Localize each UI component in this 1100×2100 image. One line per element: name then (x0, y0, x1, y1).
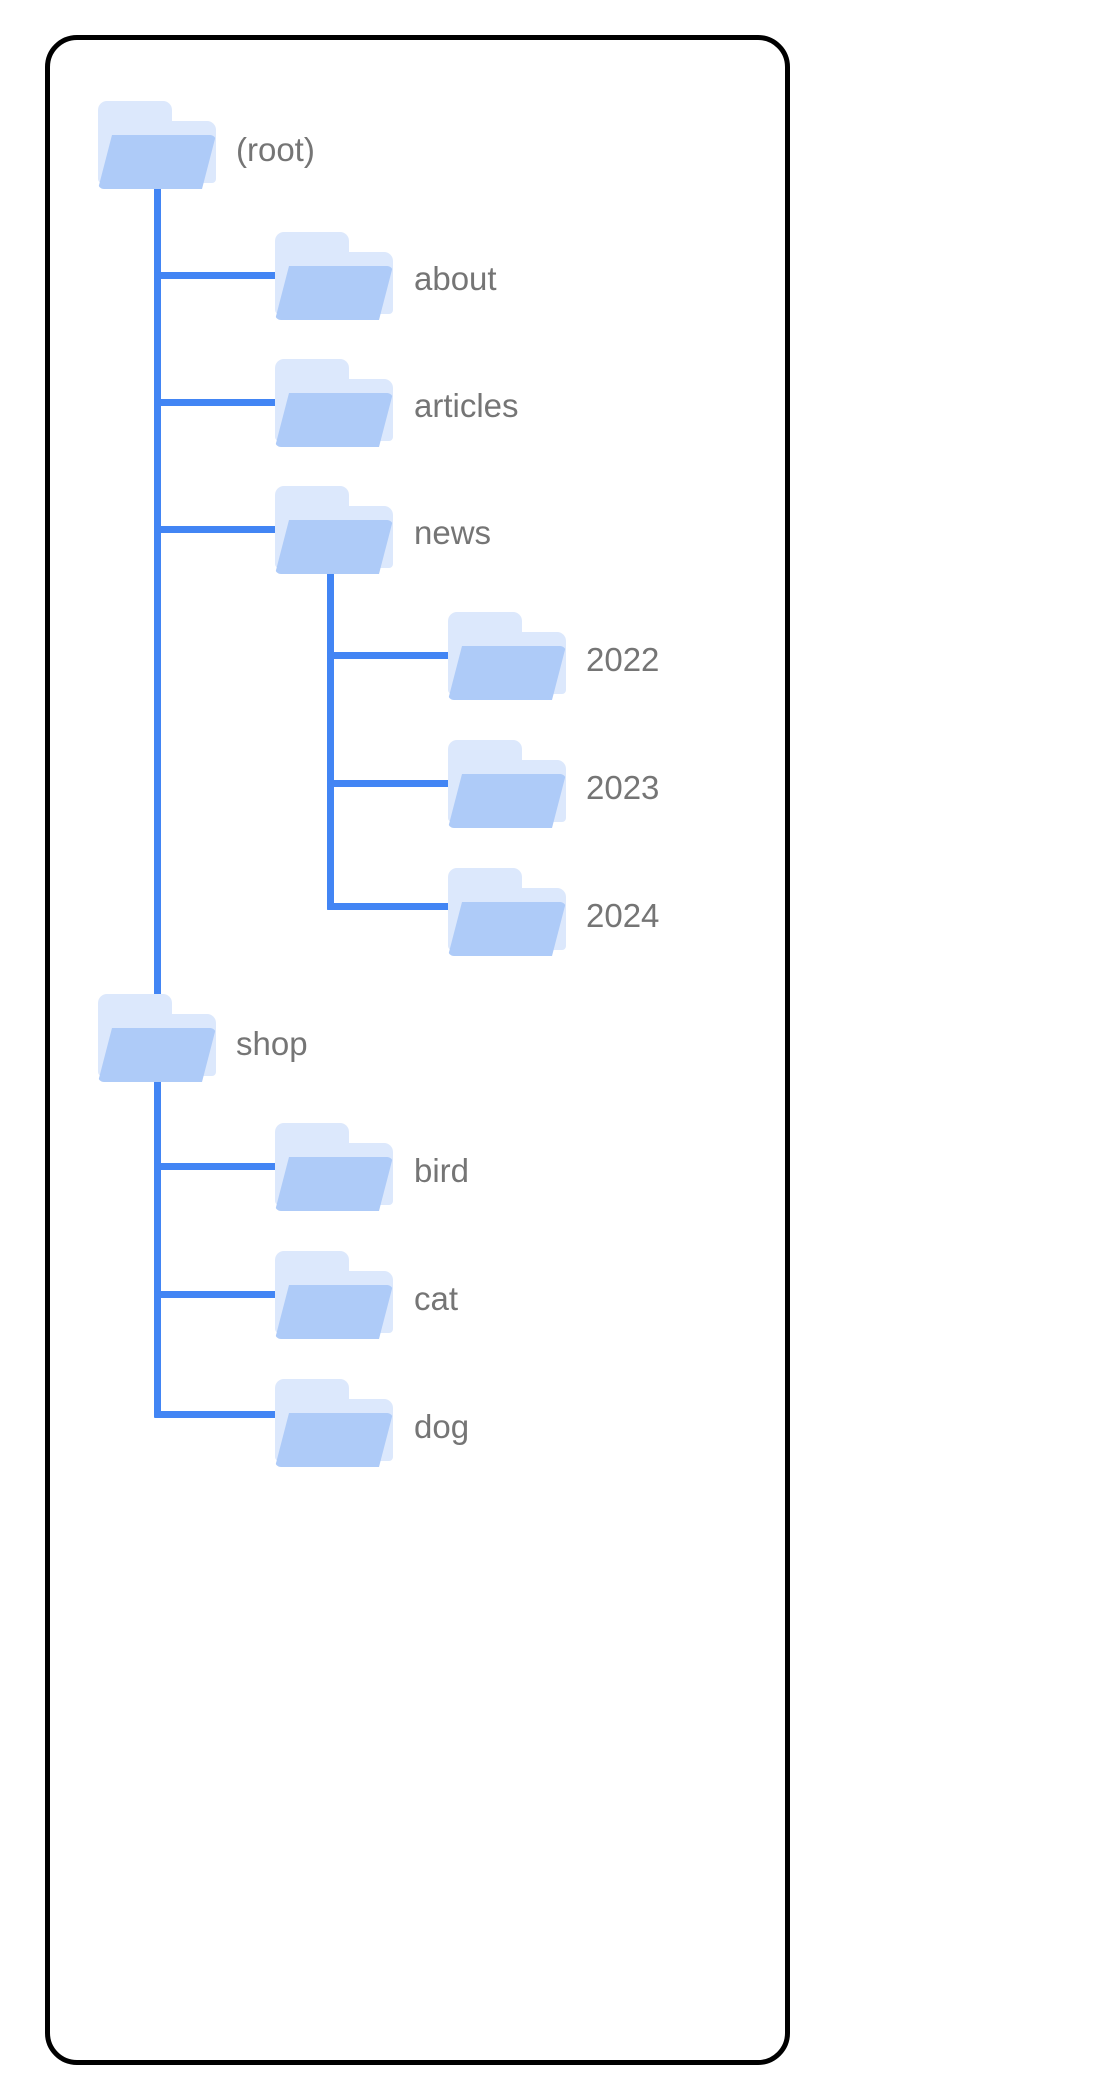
folder-icon-about[interactable] (275, 228, 395, 324)
folder-front-flap-icon (98, 1028, 216, 1082)
connector-branch-news (154, 526, 284, 533)
connector-branch-articles (154, 399, 284, 406)
node-label-news-2023: 2023 (586, 769, 660, 806)
connector-branch-2022 (327, 652, 457, 659)
folder-icon-root[interactable] (98, 97, 218, 193)
node-label-news-2022: 2022 (586, 641, 660, 678)
node-label-about: about (414, 260, 497, 297)
folder-icon-news[interactable] (275, 482, 395, 578)
node-label-bird: bird (414, 1152, 470, 1189)
folder-front-flap-icon (275, 520, 393, 574)
folder-icon-shop[interactable] (98, 990, 218, 1086)
connector-branch-bird (154, 1163, 284, 1170)
folder-icon-cat[interactable] (275, 1247, 395, 1343)
node-label-dog: dog (414, 1408, 470, 1445)
node-label-shop: shop (236, 1025, 308, 1062)
connector-trunk-root (154, 172, 161, 1022)
folder-front-flap-icon (275, 1157, 393, 1211)
node-label-articles: articles (414, 387, 519, 424)
folder-front-flap-icon (275, 266, 393, 320)
connector-branch-cat (154, 1291, 284, 1298)
folder-icon-dog[interactable] (275, 1375, 395, 1471)
folder-front-flap-icon (448, 902, 566, 956)
folder-front-flap-icon (275, 393, 393, 447)
connector-branch-2024 (327, 903, 457, 910)
connector-trunk-news (327, 556, 334, 910)
folder-front-flap-icon (448, 646, 566, 700)
node-label-cat: cat (414, 1280, 459, 1317)
folder-front-flap-icon (275, 1413, 393, 1467)
folder-icon-news-2022[interactable] (448, 608, 568, 704)
connector-branch-dog (154, 1411, 284, 1418)
folder-front-flap-icon (98, 135, 216, 189)
folder-icon-news-2023[interactable] (448, 736, 568, 832)
node-label-news: news (414, 514, 492, 551)
connector-trunk-shop (154, 1065, 161, 1417)
node-label-root: (root) (236, 131, 315, 168)
folder-icon-articles[interactable] (275, 355, 395, 451)
folder-front-flap-icon (275, 1285, 393, 1339)
folder-icon-bird[interactable] (275, 1119, 395, 1215)
connector-branch-about (154, 272, 284, 279)
connector-branch-2023 (327, 780, 457, 787)
node-label-news-2024: 2024 (586, 897, 660, 934)
folder-icon-news-2024[interactable] (448, 864, 568, 960)
folder-front-flap-icon (448, 774, 566, 828)
